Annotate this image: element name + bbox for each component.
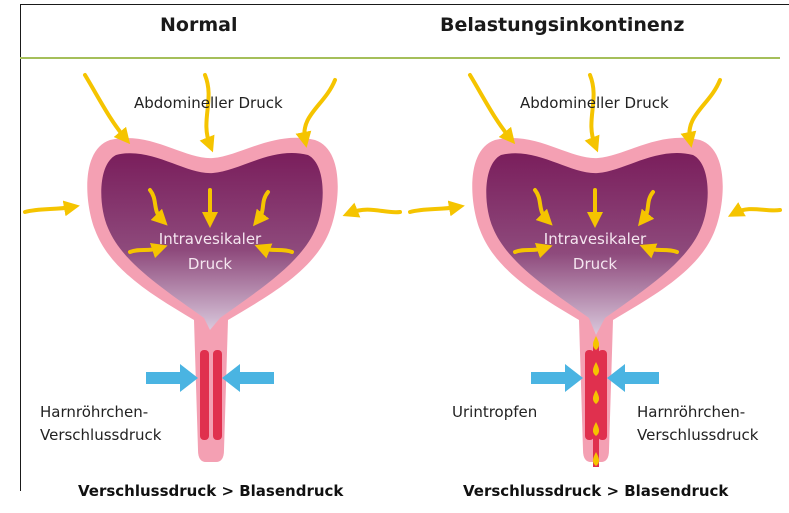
urine-drops-label: Urintropfen (452, 403, 537, 421)
closure-pressure-label-line2-incontinence: Verschlussdruck (637, 426, 759, 444)
closure-pressure-label-line1-incontinence: Harnröhrchen- (637, 403, 745, 421)
urethra-right-wall (213, 350, 222, 440)
closure-pressure-label-line1-normal: Harnröhrchen- (40, 403, 148, 421)
intravesical-pressure-label-line2-normal: Druck (150, 255, 270, 273)
intravesical-pressure-label-line1-normal: Intravesikaler (150, 230, 270, 248)
urethra-right-wall-incontinence (598, 350, 607, 440)
urethra-left-wall (200, 350, 209, 440)
intravesical-pressure-label-line2-incontinence: Druck (535, 255, 655, 273)
abdominal-pressure-label-incontinence: Abdomineller Druck (520, 94, 669, 112)
urethra-left-wall-incontinence (585, 350, 594, 440)
caption-incontinence: Verschlussdruck > Blasendruck (463, 482, 728, 500)
caption-normal: Verschlussdruck > Blasendruck (78, 482, 343, 500)
closure-pressure-label-line2-normal: Verschlussdruck (40, 426, 162, 444)
intravesical-pressure-label-line1-incontinence: Intravesikaler (535, 230, 655, 248)
abdominal-pressure-label-normal: Abdomineller Druck (134, 94, 283, 112)
